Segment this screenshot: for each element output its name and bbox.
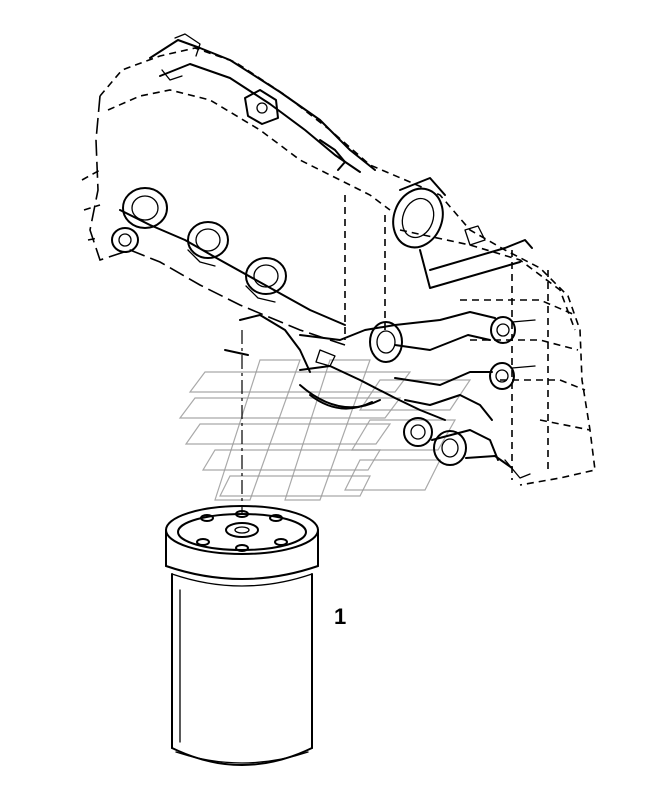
manifold-ports [111, 187, 287, 303]
watermark-logo [178, 359, 472, 501]
cylinder-head-phantom [81, 33, 596, 486]
outlet-neck [392, 177, 533, 289]
callout-number-1: 1 [334, 604, 347, 629]
oil-filter-part-1 [165, 505, 319, 766]
filter-housing-bracket [224, 311, 536, 479]
